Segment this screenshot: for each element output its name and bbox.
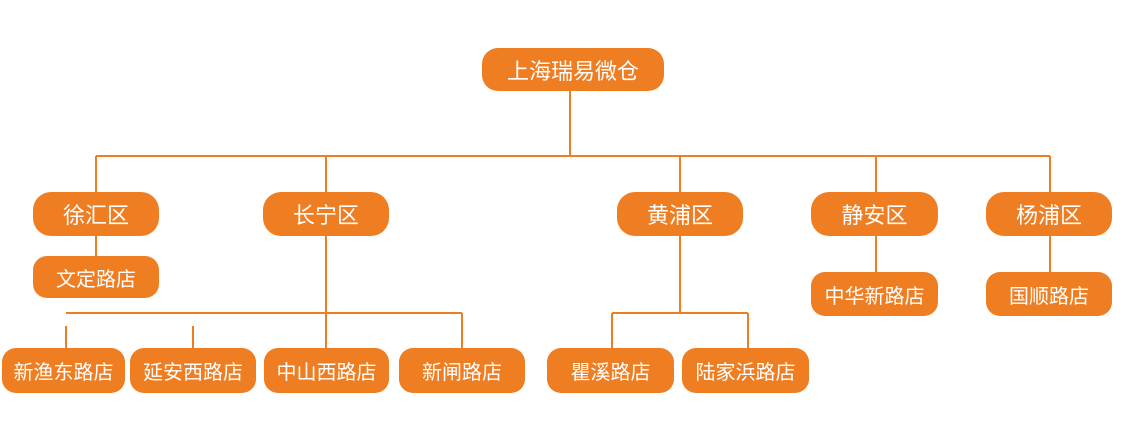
district-yangpu: 杨浦区: [986, 192, 1112, 236]
store-yananxilu: 延安西路店: [130, 348, 256, 393]
store-xinzhalu: 新闸路店: [399, 348, 525, 393]
store-zhongshanxilu: 中山西路店: [264, 348, 389, 393]
store-lujiabanglu: 陆家浜路店: [682, 348, 809, 393]
district-huangpu: 黄浦区: [617, 192, 743, 236]
root-node: 上海瑞易微仓: [482, 48, 664, 91]
store-guoshunlu: 国顺路店: [986, 272, 1112, 316]
store-wendinglu: 文定路店: [33, 256, 159, 298]
store-quxilu: 瞿溪路店: [547, 348, 674, 393]
district-jingan: 静安区: [811, 192, 938, 236]
district-changning: 长宁区: [263, 192, 389, 236]
district-xuhui: 徐汇区: [33, 192, 159, 236]
store-zhonghuaxinlu: 中华新路店: [811, 272, 938, 316]
store-xinyudonglu: 新渔东路店: [2, 348, 125, 393]
